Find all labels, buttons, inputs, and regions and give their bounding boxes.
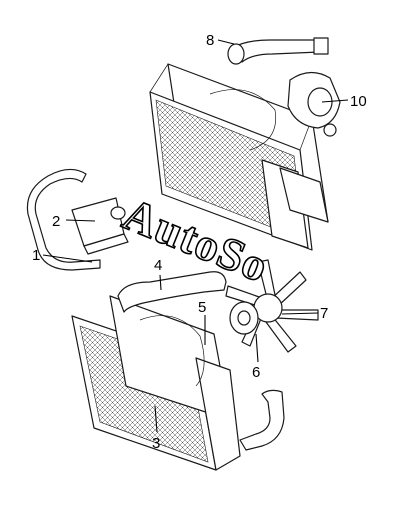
fan-motor-housing <box>287 71 341 137</box>
callout-6: 6 <box>252 364 260 381</box>
callout-10: 10 <box>350 93 367 110</box>
upper-hose <box>227 37 329 65</box>
callout-7: 7 <box>320 305 328 322</box>
callout-1: 1 <box>32 247 40 264</box>
cooling-fan <box>225 259 319 353</box>
upper-radiator-assembly <box>149 63 329 251</box>
callout-2: 2 <box>52 213 60 230</box>
callout-3: 3 <box>152 435 160 452</box>
radiator-hose-upper <box>117 271 227 313</box>
overflow-hose <box>26 168 101 271</box>
fan-clutch-hub <box>229 301 259 335</box>
radiator-hose-lower <box>239 389 285 451</box>
callout-4: 4 <box>154 257 162 274</box>
callout-8: 8 <box>206 32 214 49</box>
callout-5: 5 <box>198 299 206 316</box>
callouts: 1 2 3 4 5 6 7 8 10 <box>32 32 367 452</box>
expansion-tank <box>71 197 129 255</box>
lower-radiator-assembly <box>71 295 241 471</box>
leader-lines <box>42 39 349 433</box>
